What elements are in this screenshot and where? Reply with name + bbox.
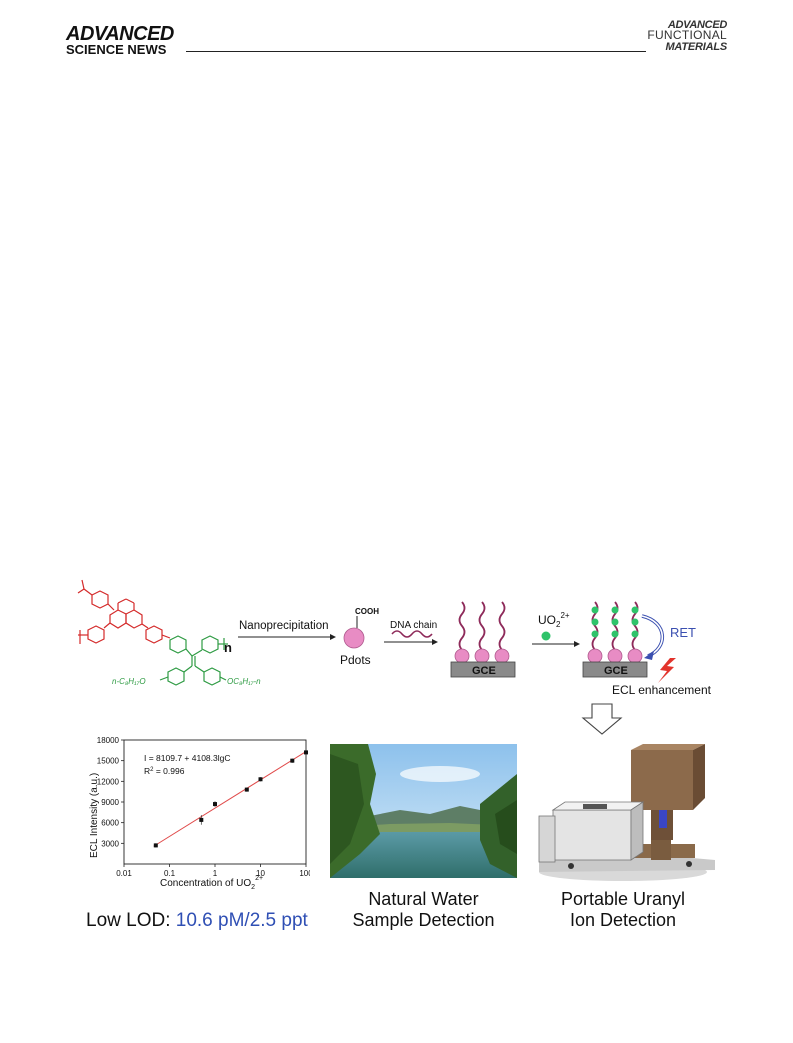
polymer-n-label: n <box>224 640 232 655</box>
y-tick-label: 18000 <box>97 736 120 745</box>
x-tick-label: 1 <box>213 869 218 878</box>
y-tick-label: 15000 <box>97 757 120 766</box>
lod-caption-prefix: Low LOD: <box>86 910 176 931</box>
x-tick-label: 0.01 <box>116 869 132 878</box>
journal-logo-right: ADVANCED FUNCTIONAL MATERIALS <box>647 19 727 53</box>
chart-r-squared: R2 = 0.996 <box>144 766 185 776</box>
x-tick-label: 100 <box>299 869 310 878</box>
data-point <box>153 843 158 848</box>
chart-equation: I = 8109.7 + 4108.3lgC <box>144 753 231 763</box>
lod-caption-value: 10.6 pM/2.5 ppt <box>175 910 308 931</box>
gce-electrode-2 <box>582 661 648 678</box>
polymer-structure <box>77 579 228 686</box>
natural-water-photo <box>330 744 517 878</box>
uranyl-label: UO22+ <box>538 611 570 629</box>
data-point <box>290 758 295 763</box>
sensing-scheme: n n-C₈H₁₇O OC₈H₁₇-n Nanoprecipitation CO… <box>77 579 712 735</box>
alkoxy-right-label: OC₈H₁₇-n <box>227 677 261 686</box>
arrowhead-3 <box>574 641 580 647</box>
lod-caption: Low LOD: 10.6 pM/2.5 ppt <box>86 910 308 932</box>
chart-x-axis-label: Concentration of UO22+ <box>160 875 263 891</box>
ret-arrow-icon <box>641 614 665 658</box>
pdots-on-electrode-1 <box>454 648 510 664</box>
uranyl-ion-icon <box>541 631 551 641</box>
y-tick-label: 3000 <box>101 839 119 848</box>
ecl-calibration-chart: 0.01 0.1 1 10 100 3000 6000 9000 12000 15000 1800… <box>89 736 310 891</box>
gce-electrode-1 <box>450 661 516 678</box>
gce-label-2: GCE <box>604 665 628 677</box>
logo-advanced: ADVANCED <box>667 19 727 31</box>
alkoxy-left-label: n-C₈H₁₇O <box>112 677 146 686</box>
data-point <box>244 787 249 792</box>
logo-materials: MATERIALS <box>665 40 727 53</box>
chart-fit-line <box>153 751 307 847</box>
portable-caption: Portable Uranyl Ion Detection <box>531 889 715 931</box>
header-advanced: ADVANCED <box>66 23 174 45</box>
portable-line2: Ion Detection <box>569 910 677 930</box>
portable-line1: Portable Uranyl <box>560 889 686 909</box>
natural-water-line2: Sample Detection <box>352 910 495 930</box>
pdots-label: Pdots <box>340 653 371 667</box>
data-point <box>304 750 308 755</box>
journal-header-left: ADVANCED SCIENCE NEWS <box>66 24 174 56</box>
logo-functional: FUNCTIONAL <box>647 28 727 43</box>
ret-label: RET <box>670 625 696 640</box>
data-point <box>199 817 204 822</box>
ret-arrowhead <box>644 651 654 660</box>
gce-label-1: GCE <box>472 665 496 677</box>
y-tick-label: 12000 <box>97 777 120 786</box>
header-science-news: SCIENCE NEWS <box>66 42 167 57</box>
arrowhead-2 <box>432 639 438 645</box>
down-arrow-icon <box>581 703 623 735</box>
data-point <box>213 802 217 807</box>
natural-water-caption: Natural Water Sample Detection <box>330 889 517 931</box>
pdot-icon <box>343 627 365 649</box>
x-tick-label: 10 <box>256 869 265 878</box>
nanoprecipitation-label: Nanoprecipitation <box>239 620 329 632</box>
dna-chain-icon <box>391 630 433 638</box>
arrowhead-1 <box>330 634 336 640</box>
x-tick-label: 0.1 <box>164 869 176 878</box>
chart-y-axis-label: ECL Intensity (a.u.) <box>89 773 100 858</box>
bound-uranyl-ions <box>591 606 639 638</box>
dna-strands-electrode-1 <box>458 601 506 651</box>
natural-water-line1: Natural Water <box>368 889 479 909</box>
data-point <box>258 777 263 782</box>
pdot-cooh-label: COOH <box>355 607 379 616</box>
header-rule <box>186 51 646 52</box>
dna-chain-label: DNA chain <box>390 620 437 631</box>
y-tick-label: 9000 <box>101 798 119 807</box>
y-tick-label: 6000 <box>101 819 119 828</box>
portable-device-photo <box>531 744 715 884</box>
ecl-enhancement-label: ECL enhancement <box>612 683 712 697</box>
pdots-on-electrode-2 <box>587 648 643 664</box>
lightning-icon <box>658 658 676 683</box>
